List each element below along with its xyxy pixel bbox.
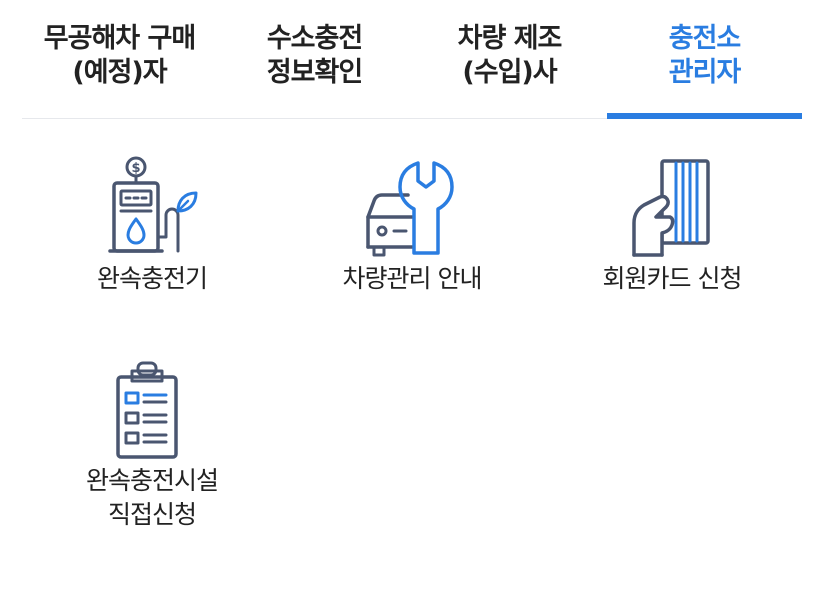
active-tab-indicator: [607, 113, 802, 119]
tab-label-line2: (예정)자: [72, 57, 167, 88]
tab-label-line1: 차량 제조: [457, 23, 563, 54]
tab-label-line1: 수소충전: [266, 23, 363, 54]
car-wrench-icon: [357, 152, 467, 262]
menu-item-label: 완속충전시설: [85, 466, 219, 495]
menu-item-label-line2: 직접신청: [107, 500, 197, 529]
menu-item-label: 차량관리 안내: [342, 264, 483, 293]
tab-bar: 무공해차 구매 (예정)자 수소충전 정보확인 차량 제조 (수입)사 충전소 …: [22, 0, 802, 119]
tab-manufacturer[interactable]: 차량 제조 (수입)사: [412, 0, 607, 118]
tab-ev-buyer[interactable]: 무공해차 구매 (예정)자: [22, 0, 217, 118]
hand-card-icon: [617, 152, 727, 262]
menu-item-direct-application[interactable]: 완속충전시설 직접신청: [22, 354, 282, 532]
ev-charger-icon: $: [97, 152, 207, 262]
tab-label-line2: (수입)사: [462, 57, 557, 88]
tab-label-line1: 무공해차 구매: [43, 23, 196, 54]
tab-label-line2: 정보확인: [266, 57, 363, 88]
menu-item-label: 회원카드 신청: [602, 264, 743, 293]
svg-text:$: $: [131, 161, 140, 176]
tab-label-line2: 관리자: [668, 57, 742, 88]
tab-label-line1: 충전소: [668, 23, 742, 54]
menu-item-slow-charger[interactable]: $ 완속충전기: [22, 152, 282, 296]
tab-station-manager[interactable]: 충전소 관리자: [607, 0, 802, 119]
tab-hydrogen-info[interactable]: 수소충전 정보확인: [217, 0, 412, 118]
menu-item-vehicle-management[interactable]: 차량관리 안내: [282, 152, 542, 296]
clipboard-checklist-icon: [97, 354, 207, 464]
menu-item-membership-card[interactable]: 회원카드 신청: [542, 152, 802, 296]
menu-item-label: 완속충전기: [96, 264, 208, 293]
